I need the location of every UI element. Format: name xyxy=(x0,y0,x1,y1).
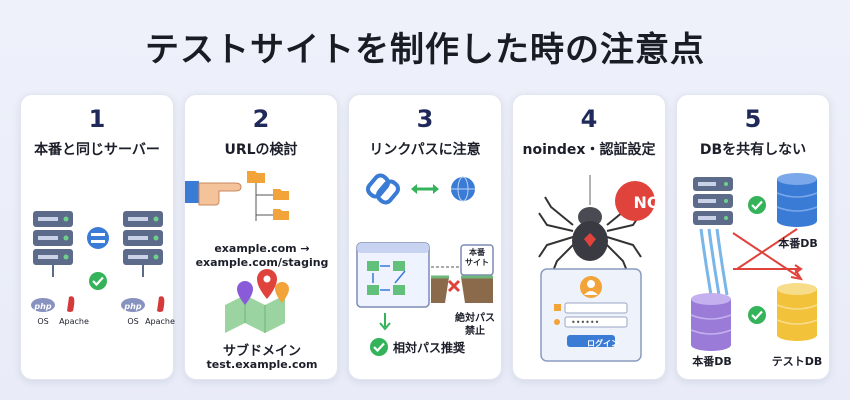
apache-feather-icon xyxy=(67,296,75,312)
card-number: 3 xyxy=(416,105,434,133)
card-title: noindex・認証設定 xyxy=(522,142,656,158)
server-icon xyxy=(123,211,163,265)
page-title: テストサイトを制作した時の注意点 xyxy=(145,30,705,70)
url-illustration xyxy=(185,171,289,333)
card-same-server: 1 本番と同じサーバー xyxy=(20,94,175,380)
db-top-label: 本番DB xyxy=(778,237,818,250)
link-path-illustration xyxy=(356,173,494,356)
noindex-illustration: •••••• xyxy=(538,175,655,362)
prohibited-x-icon xyxy=(447,279,461,293)
db-bottom-right-label: テストDB xyxy=(771,355,823,368)
cliff-icon xyxy=(431,275,493,303)
card-number: 1 xyxy=(88,105,106,133)
production-site-label-2: サイト xyxy=(465,258,489,267)
same-server-illustration xyxy=(31,211,165,312)
card-number: 4 xyxy=(580,105,598,133)
db-illustration xyxy=(690,173,818,351)
svg-text:••••••: •••••• xyxy=(571,318,599,327)
subdomain-label: サブドメイン xyxy=(222,344,301,359)
login-button: ログイン xyxy=(587,339,619,348)
card-number: 5 xyxy=(744,105,762,133)
card-title: URLの検討 xyxy=(224,142,298,158)
production-db-icon xyxy=(690,293,732,351)
test-db-icon xyxy=(776,283,818,341)
map-pin-icon xyxy=(225,268,289,333)
relative-path-recommended: 相対パス推奨 xyxy=(393,341,466,355)
os-label: OS xyxy=(37,317,49,326)
data-flow-lines xyxy=(699,228,729,296)
cross-arrows-icon xyxy=(732,228,804,281)
url-example-line2: example.com/staging xyxy=(195,256,329,269)
browser-window xyxy=(356,242,430,308)
check-icon xyxy=(89,272,107,290)
login-form: •••••• xyxy=(540,268,642,362)
card-title: 本番と同じサーバー xyxy=(34,142,160,158)
globe-icon xyxy=(451,176,475,202)
no-badge-label: NO xyxy=(633,193,661,212)
check-icon xyxy=(370,338,388,356)
apache-label: Apache xyxy=(145,317,175,326)
card-noindex: 4 noindex・認証設定 •••••• xyxy=(512,94,666,380)
card-link-path: 3 リンクパスに注意 xyxy=(348,94,502,380)
pointing-hand-icon xyxy=(185,181,242,206)
server-icon xyxy=(33,211,73,265)
card-db: 5 DBを共有しない xyxy=(676,94,830,380)
check-icon xyxy=(748,306,766,324)
card-url: 2 URLの検討 example.com → example.com/stagi… xyxy=(184,94,338,380)
folder-tree-icon xyxy=(247,171,289,221)
php-label: php xyxy=(34,302,52,311)
production-site-label-1: 本番 xyxy=(469,248,485,257)
apache-label: Apache xyxy=(59,317,89,326)
php-icon xyxy=(121,298,145,312)
production-db-icon xyxy=(776,173,818,227)
check-icon xyxy=(748,196,766,214)
double-arrow-icon xyxy=(411,184,439,194)
absolute-path-label: 絶対パス xyxy=(455,313,495,324)
equals-icon xyxy=(87,227,109,249)
card-title: DBを共有しない xyxy=(699,142,807,158)
server-icon xyxy=(693,177,733,225)
card-title: リンクパスに注意 xyxy=(369,142,481,158)
db-bottom-left-label: 本番DB xyxy=(692,355,732,368)
chain-link-icon xyxy=(366,173,400,205)
prohibited-label: 禁止 xyxy=(465,326,485,337)
apache-feather-icon xyxy=(157,296,165,312)
os-label: OS xyxy=(127,317,139,326)
card-number: 2 xyxy=(252,105,270,133)
down-arrow-icon xyxy=(379,313,391,331)
php-label: php xyxy=(124,302,142,311)
subdomain-url: test.example.com xyxy=(206,358,318,371)
url-example-line1: example.com → xyxy=(214,242,310,255)
php-icon xyxy=(31,298,55,312)
no-badge-icon xyxy=(615,181,655,221)
